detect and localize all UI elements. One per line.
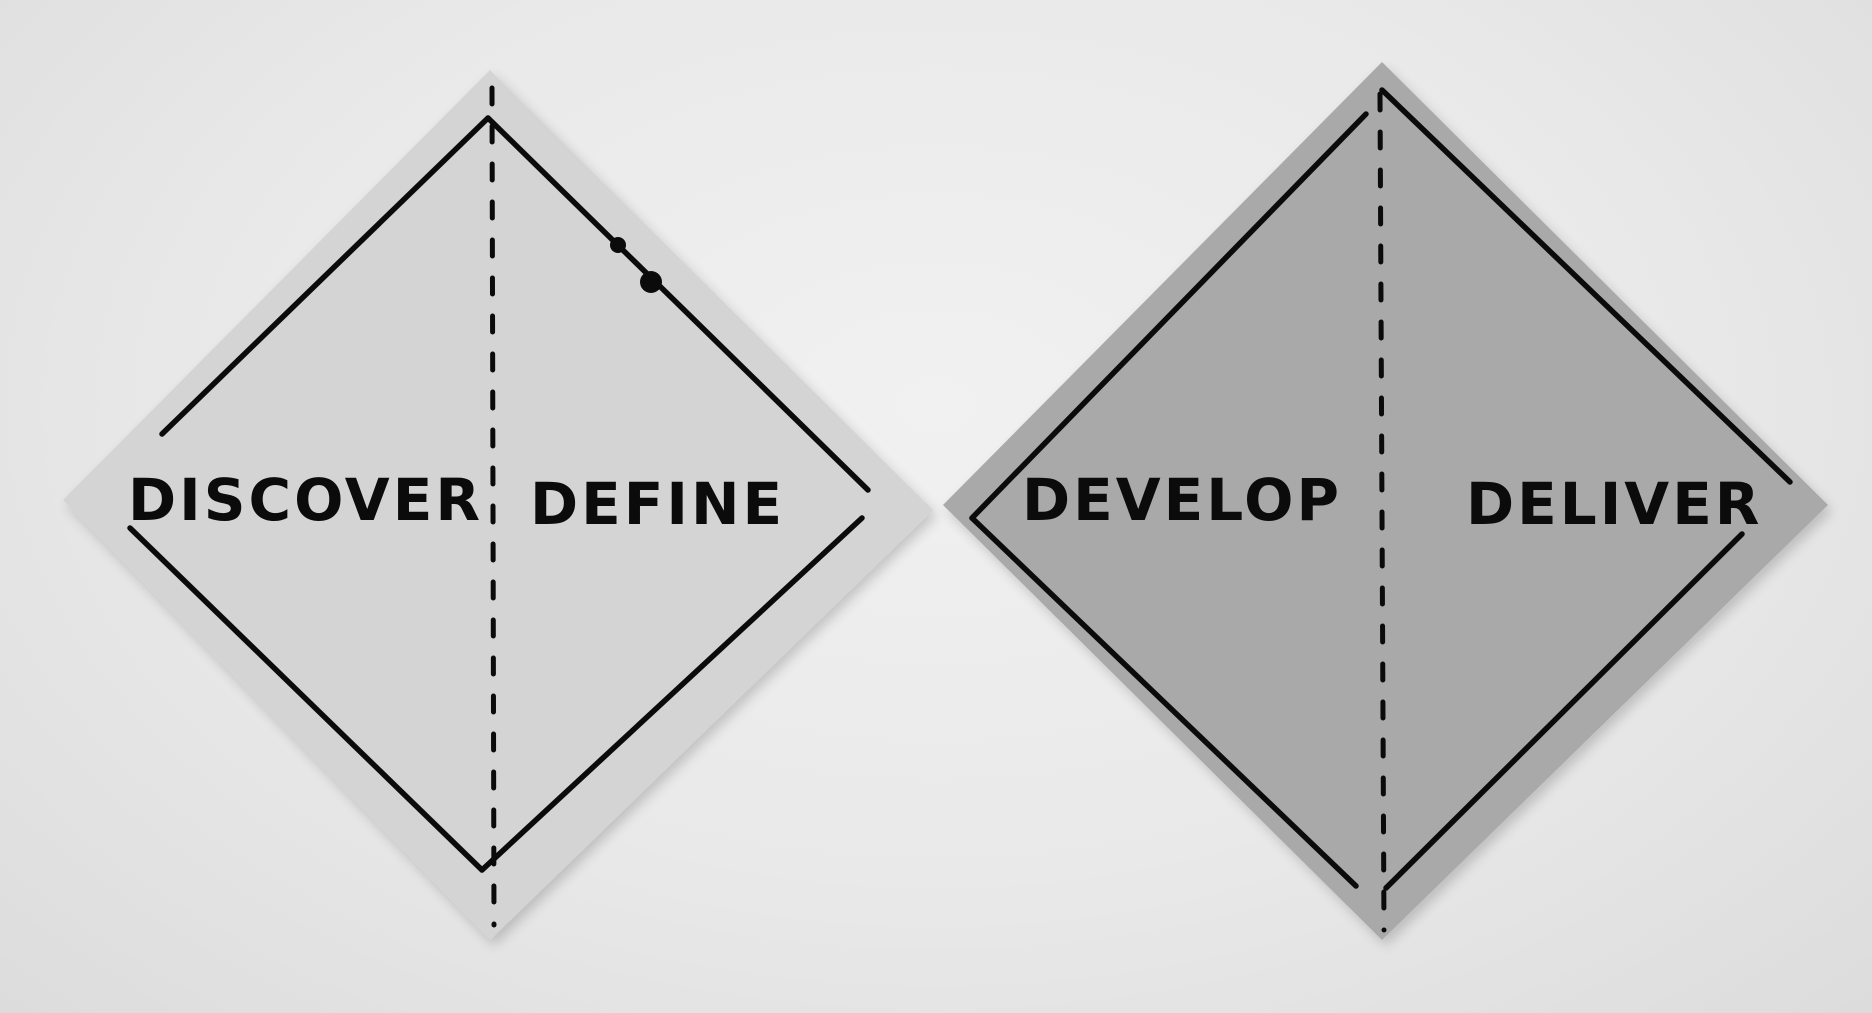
center-dashed-line [1377, 91, 1387, 933]
paper-note-light [63, 70, 933, 940]
diamond-outline-bottom-right [1383, 531, 1745, 891]
diamond-outline-top-right [485, 115, 871, 493]
paper-note-dark [943, 62, 1828, 940]
label-discover: DISCOVER [128, 466, 483, 534]
diamond-outline-bottom-left [127, 525, 485, 873]
diamond-outline-bottom-right [479, 515, 865, 873]
ink-blot [610, 237, 626, 253]
label-deliver: DELIVER [1466, 470, 1762, 538]
diamond-outline-top-right [1379, 87, 1793, 485]
diamond-outline-bottom-left [969, 515, 1359, 889]
diamond-develop-deliver: DEVELOP DELIVER [943, 62, 1828, 940]
diamond-discover-define: DISCOVER DEFINE [63, 70, 933, 940]
center-dashed-line [489, 85, 497, 928]
ink-blot [640, 271, 662, 293]
label-define: DEFINE [530, 470, 785, 538]
label-develop: DEVELOP [1022, 466, 1342, 534]
diamond-outline-top-left [159, 115, 491, 437]
diamond-outline-top-left [969, 111, 1369, 521]
